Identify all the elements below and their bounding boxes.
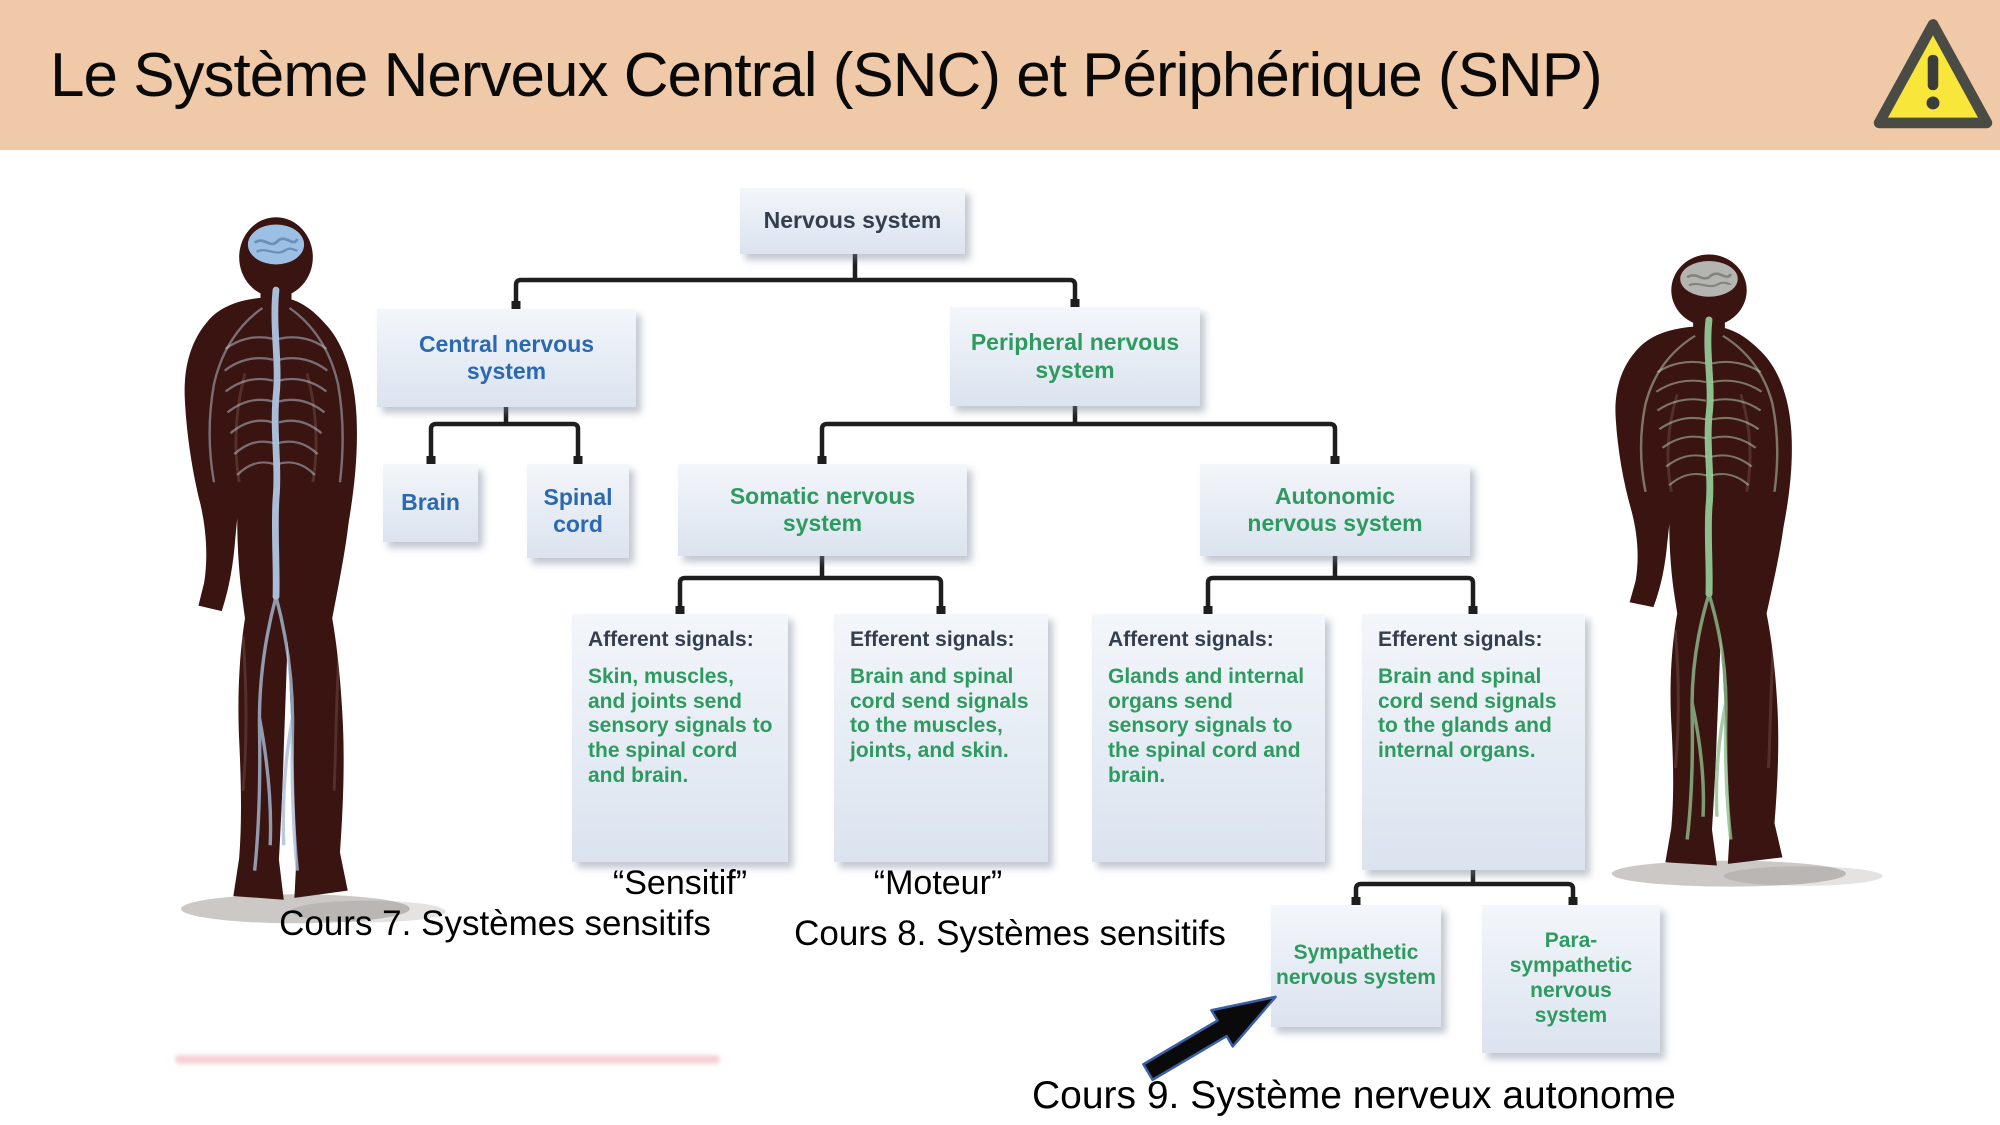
node-label: Para-sympathetic nervous system: [1509, 929, 1633, 1027]
annotation-cours-7: Cours 7. Systèmes sensitifs: [279, 904, 711, 943]
signal-heading: Efferent signals:: [850, 628, 1015, 651]
node-label: Brain: [401, 489, 460, 516]
node-somatic-nervous-system: Somatic nervous system: [678, 464, 967, 556]
node-label: Peripheral nervous system: [970, 329, 1180, 383]
node-spinal-cord: Spinal cord: [527, 464, 629, 558]
node-brain: Brain: [383, 464, 478, 542]
node-sympathetic-nervous-system: Sympathetic nervous system: [1271, 905, 1441, 1027]
box-somatic-efferent-signals: Efferent signals: Brain and spinal cord …: [834, 614, 1048, 862]
pointer-arrow: [1142, 995, 1277, 1082]
page-title: Le Système Nerveux Central (SNC) et Péri…: [50, 40, 1603, 110]
signal-heading: Efferent signals:: [1378, 628, 1543, 651]
annotation-sensitif: “Sensitif”: [612, 864, 748, 902]
node-label: Somatic nervous system: [729, 482, 916, 536]
box-autonomic-afferent-signals: Afferent signals: Glands and internal or…: [1092, 614, 1325, 862]
node-central-nervous-system: Central nervous system: [377, 309, 636, 407]
title-bar: Le Système Nerveux Central (SNC) et Péri…: [0, 0, 2000, 150]
signal-text: Glands and internal organs send sensory …: [1108, 664, 1305, 787]
node-label: Sympathetic nervous system: [1276, 941, 1436, 989]
node-autonomic-nervous-system: Autonomic nervous system: [1200, 464, 1470, 556]
warning-exclamation-dot: [1926, 96, 1940, 110]
box-autonomic-efferent-signals: Efferent signals: Brain and spinal cord …: [1362, 614, 1585, 870]
warning-triangle-icon: [1873, 19, 1993, 129]
node-label: Autonomic nervous system: [1247, 482, 1423, 536]
signal-text: Brain and spinal cord send signals to th…: [850, 664, 1029, 763]
signal-text: Skin, muscles, and joints send sensory s…: [588, 664, 773, 787]
node-label: Spinal cord: [543, 483, 613, 537]
node-label: Central nervous system: [418, 330, 595, 384]
node-nervous-system: Nervous system: [740, 188, 965, 254]
faded-text-remnant: [175, 1055, 720, 1064]
annotation-cours-8: Cours 8. Systèmes sensitifs: [794, 914, 1226, 953]
annotation-moteur: “Moteur”: [873, 864, 1003, 902]
signal-heading: Afferent signals:: [1108, 628, 1274, 651]
signal-text: Brain and spinal cord send signals to th…: [1378, 664, 1557, 763]
box-somatic-afferent-signals: Afferent signals: Skin, muscles, and joi…: [572, 614, 788, 862]
node-peripheral-nervous-system: Peripheral nervous system: [950, 307, 1200, 406]
signal-heading: Afferent signals:: [588, 628, 754, 651]
annotation-cours-9: Cours 9. Système nerveux autonome: [1032, 1074, 1676, 1117]
node-label: Nervous system: [763, 207, 942, 234]
node-parasympathetic-nervous-system: Para-sympathetic nervous system: [1482, 905, 1660, 1053]
warning-exclamation-bar: [1927, 54, 1939, 91]
